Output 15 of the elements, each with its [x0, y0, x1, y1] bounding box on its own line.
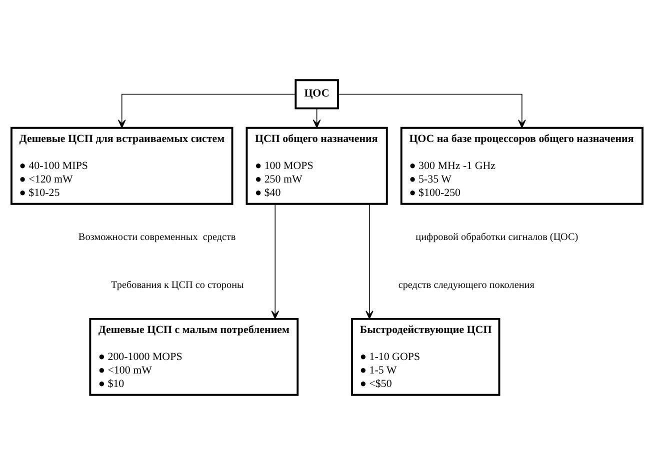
node-box: ЦОС на базе процессоров общего назначения ● 300 MHz -1 GHz ● 5-35 W ● $100-250 — [400, 126, 644, 204]
arrow — [312, 107, 321, 128]
node-box: ЦСП общего назначения ● 100 MOPS ● 250 mW ● $40 — [246, 126, 388, 204]
label: цифровой обработки сигналов (ЦОС) — [416, 232, 578, 243]
arrow — [118, 93, 296, 128]
arrow — [366, 203, 374, 319]
arrow — [271, 203, 280, 319]
label: Требования к ЦСП со стороны — [111, 279, 244, 290]
label: Возможности современных средств — [78, 232, 236, 243]
node-box: Дешевые ЦСП для встраиваемых систем ● 40-100 MIPS ● <120 mW ● $10-25 — [10, 126, 234, 204]
node-box: Дешевые ЦСП с малым потреблением ● 200-1000 MOPS ● <100 mW ● $10 — [89, 317, 299, 396]
node-box: ЦОС — [294, 78, 339, 109]
node-box: Быстродействующие ЦСП ● 1-10 GOPS ● 1-5 W ● <$50 — [351, 317, 500, 396]
label: средств следующего поколения — [398, 279, 534, 290]
arrow — [338, 93, 526, 128]
